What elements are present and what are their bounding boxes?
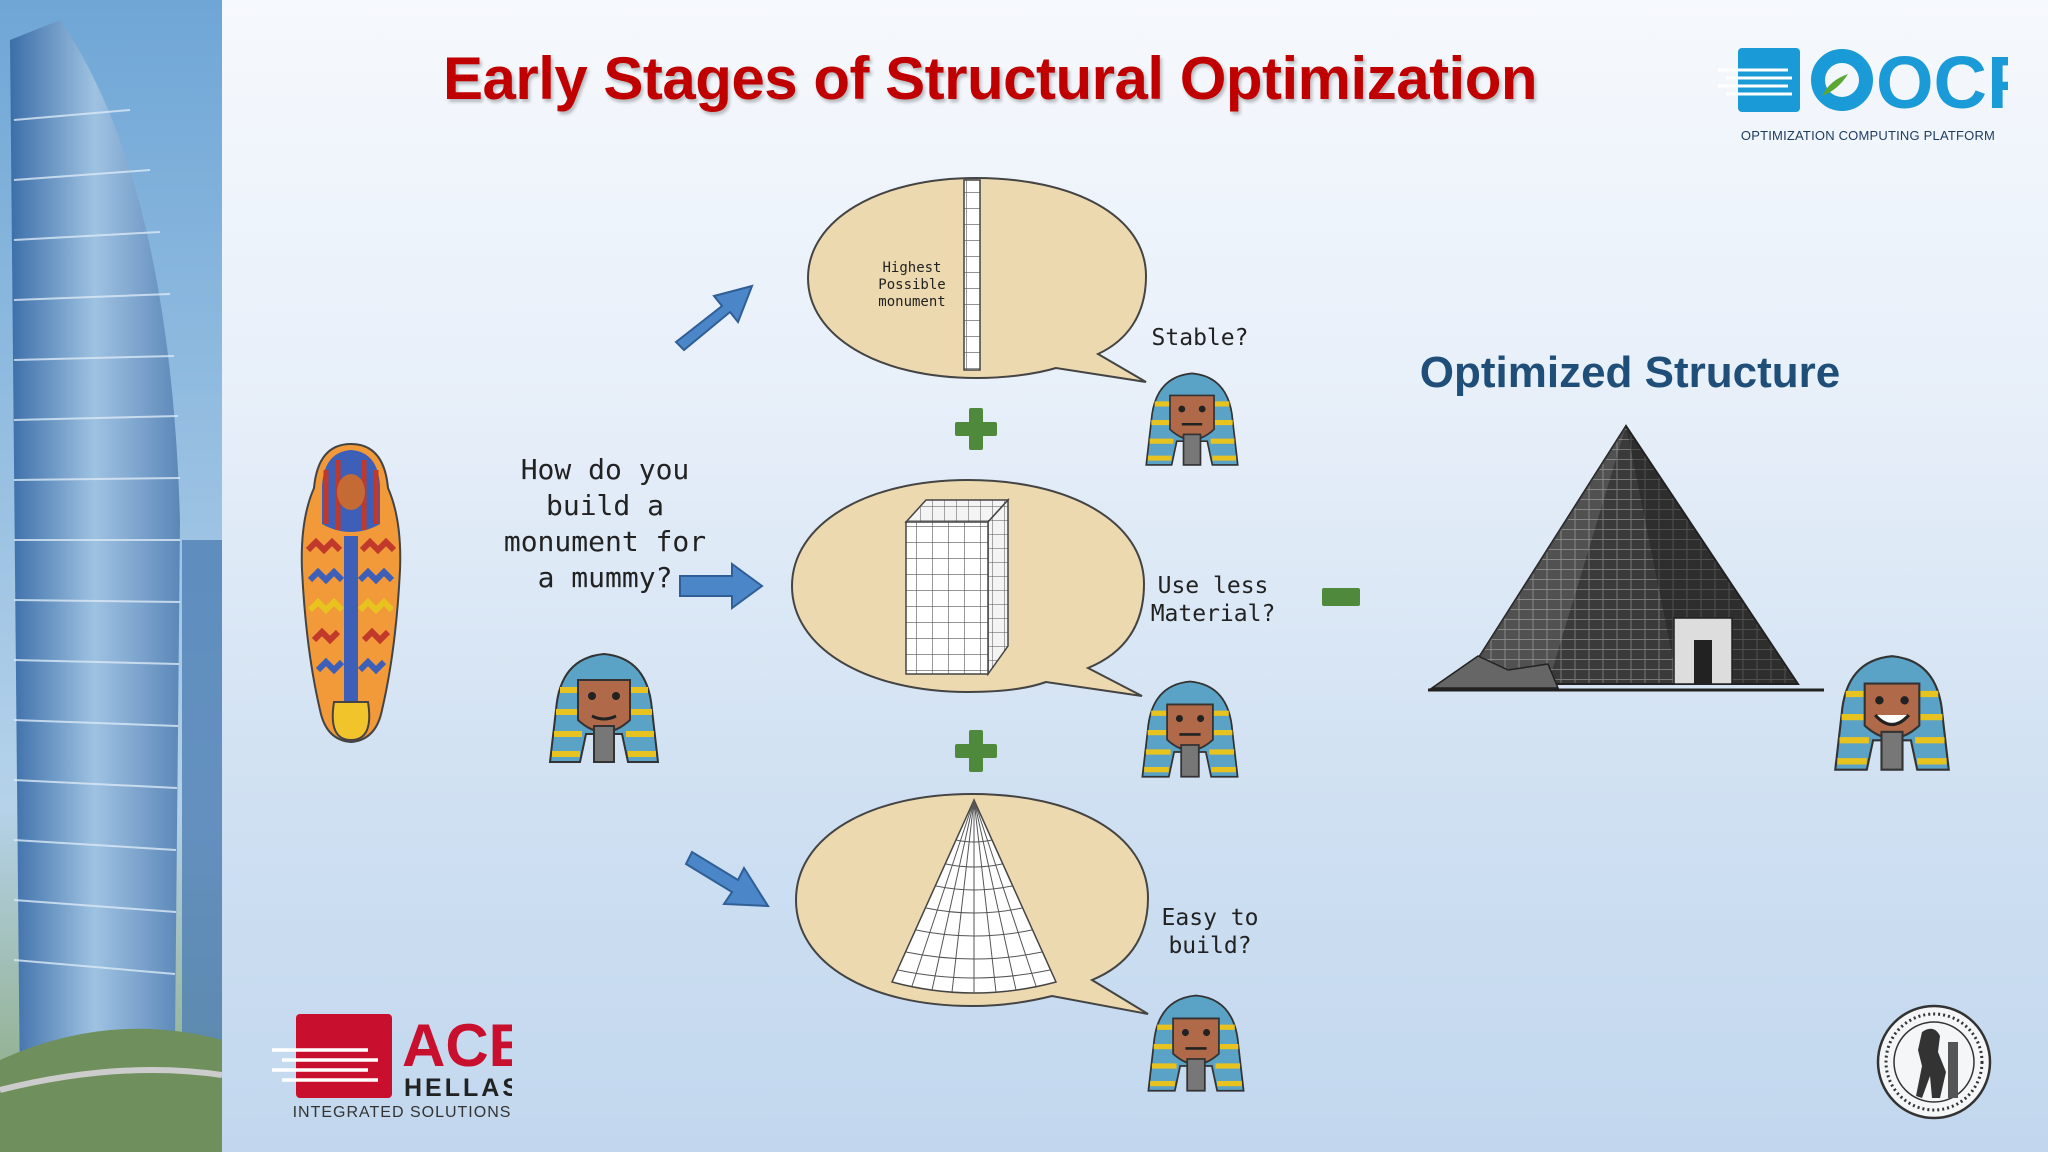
plus-icon xyxy=(955,408,997,450)
pharaoh-head-happy-icon xyxy=(1834,655,1950,771)
question-text: How do you build a monument for a mummy? xyxy=(503,453,707,594)
slide-title: Early Stages of Structural Optimization xyxy=(442,45,1538,112)
pyramid-illustration xyxy=(1428,424,1824,692)
highest-monument-label: Highest Possible monument xyxy=(878,260,946,310)
minus-icon xyxy=(1322,588,1360,606)
ocp-logo: OCP xyxy=(1718,44,2008,124)
arrow-down-right-icon xyxy=(684,850,770,908)
plus-icon xyxy=(955,730,997,772)
ocp-subtitle: OPTIMIZATION COMPUTING PLATFORM xyxy=(1740,128,1996,143)
arrow-up-right-icon xyxy=(674,284,754,352)
pharaoh-head-icon xyxy=(1141,680,1239,778)
pharaoh-head-icon xyxy=(1145,372,1239,466)
ace-hellas-logo: ACE HELLAS xyxy=(272,1012,512,1102)
pharaoh-head-icon xyxy=(548,652,660,763)
speech-bubble-cube xyxy=(790,478,1146,697)
arrow-right-icon xyxy=(679,562,764,610)
caption-less-material: Use less Material? xyxy=(1150,573,1276,627)
ace-subtitle: INTEGRATED SOLUTIONS xyxy=(292,1104,512,1121)
pharaoh-head-icon xyxy=(1147,994,1245,1092)
skyscraper-photo xyxy=(0,0,222,1152)
speech-bubble-cone xyxy=(794,792,1150,1015)
caption-easy-to-build: Easy to build? xyxy=(1161,905,1259,959)
ocp-wordmark: OCP xyxy=(1876,44,2008,124)
caption-stable: Stable? xyxy=(1151,325,1249,351)
university-seal-logo xyxy=(1876,1004,1992,1120)
ace-hellas-wordmark: HELLAS xyxy=(404,1074,512,1102)
mummy-sarcophagus-icon xyxy=(300,442,402,744)
optimized-structure-title: Optimized Structure xyxy=(1419,348,1841,397)
speech-bubble-tall-column xyxy=(806,176,1148,383)
ace-wordmark: ACE xyxy=(402,1012,512,1079)
